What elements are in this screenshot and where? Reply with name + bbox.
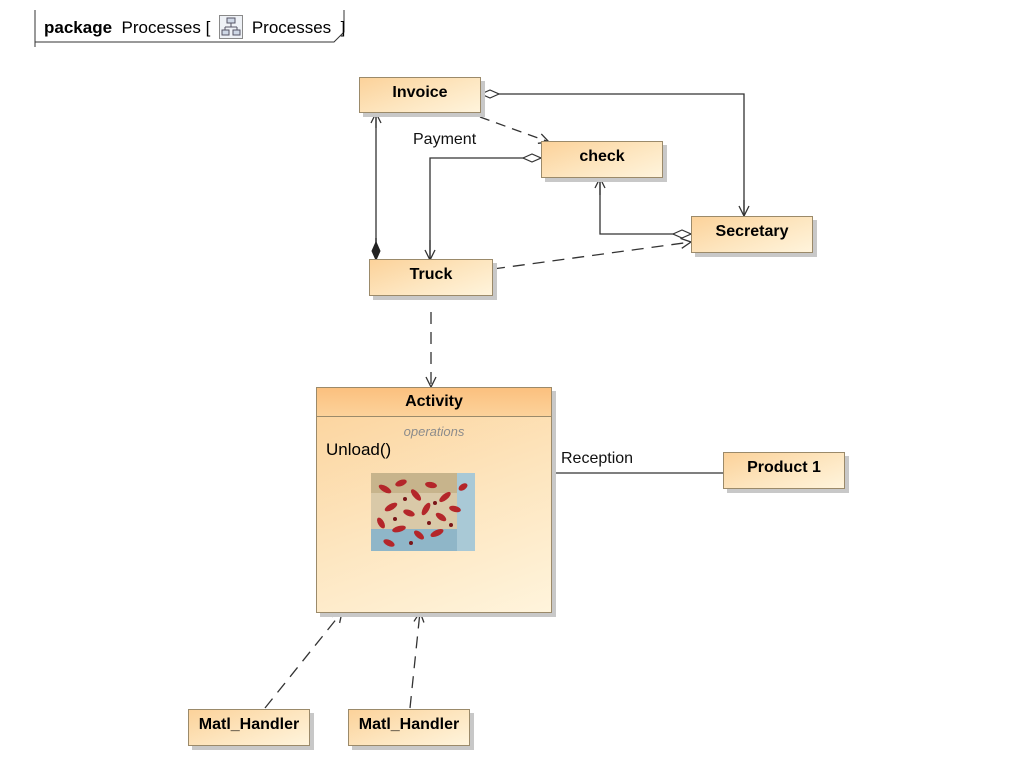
bracket-close: ] xyxy=(340,18,346,37)
edge-matl-handler-1-activity[interactable] xyxy=(264,612,342,709)
edge-label-reception: Reception xyxy=(561,450,634,467)
class-diagram-icon xyxy=(219,15,244,39)
package-frame xyxy=(34,10,345,47)
class-matl-handler-2-name: Matl_Handler xyxy=(358,716,460,733)
class-activity-name: Activity xyxy=(317,388,551,417)
class-secretary-name: Secretary xyxy=(715,223,789,240)
class-invoice[interactable]: Invoice xyxy=(359,77,481,113)
class-product-1[interactable]: Product 1 xyxy=(723,452,845,489)
class-product-1-name: Product 1 xyxy=(747,459,821,476)
class-activity[interactable]: Activity operations Unload() xyxy=(316,387,552,613)
edge-label-payment: Payment xyxy=(413,131,477,148)
class-truck[interactable]: Truck xyxy=(369,259,493,296)
class-matl-handler-2[interactable]: Matl_Handler xyxy=(348,709,470,746)
operation-unload[interactable]: Unload() xyxy=(326,440,392,459)
edge-matl-handler-2-activity[interactable] xyxy=(409,612,420,709)
class-check[interactable]: check xyxy=(541,141,663,178)
class-secretary[interactable]: Secretary xyxy=(691,216,813,253)
package-keyword: package xyxy=(44,18,113,37)
package-frame-tab: package Processes [ Processes ] xyxy=(35,10,345,47)
class-truck-name: Truck xyxy=(409,266,453,283)
edge-invoice-secretary[interactable] xyxy=(481,94,745,216)
crayfish-photo xyxy=(371,473,475,551)
class-check-name: check xyxy=(579,148,625,165)
class-invoice-name: Invoice xyxy=(392,84,448,101)
edge-invoice-check-dependency[interactable] xyxy=(479,116,549,142)
edge-truck-secretary-dependency[interactable] xyxy=(492,242,691,270)
bracket-open: [ xyxy=(205,18,211,37)
diagram-name: Processes xyxy=(251,18,332,37)
package-name: Processes xyxy=(121,18,201,37)
class-matl-handler-1[interactable]: Matl_Handler xyxy=(188,709,310,746)
edge-payment[interactable] xyxy=(429,158,541,260)
edge-secretary-check[interactable] xyxy=(599,178,691,234)
operations-compartment-label: operations xyxy=(403,424,465,439)
class-matl-handler-1-name: Matl_Handler xyxy=(198,716,300,733)
